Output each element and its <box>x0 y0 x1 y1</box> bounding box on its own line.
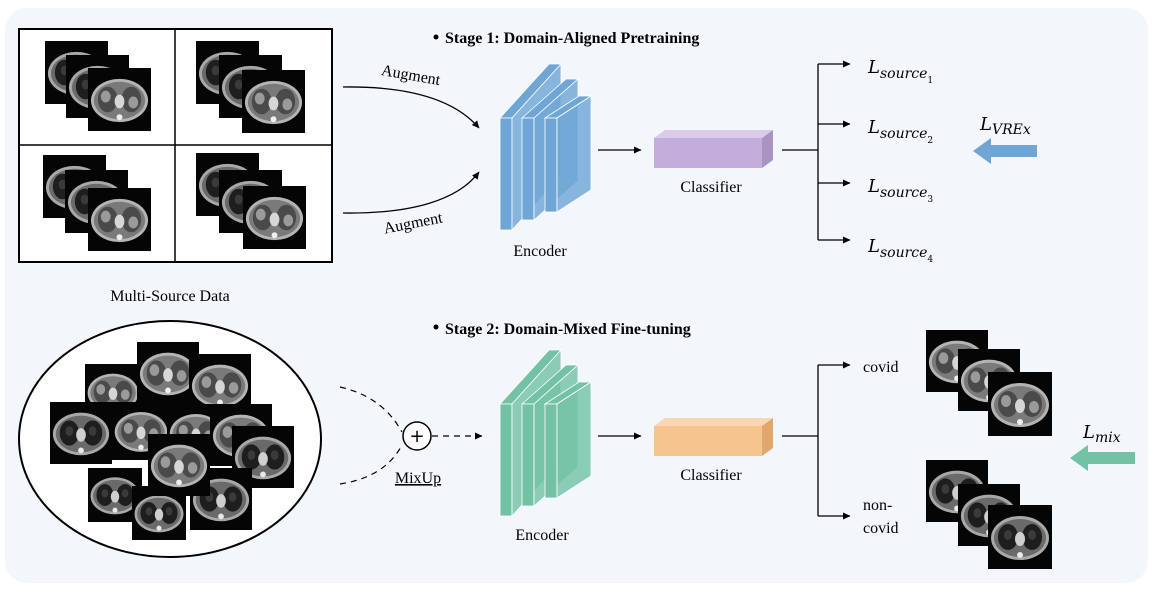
multi-source-data-grid <box>18 28 333 263</box>
encoder-label-stage1: Encoder <box>513 243 567 260</box>
classifier-stage2 <box>654 418 773 456</box>
svg-text:+: + <box>409 426 424 447</box>
loss-branches-stage1 <box>782 60 851 244</box>
classifier-label-stage2: Classifier <box>680 467 742 484</box>
dashed-arrow-top <box>339 386 403 433</box>
dashed-arrow-bottom <box>339 444 403 485</box>
classifier-label-stage1: Classifier <box>680 179 742 196</box>
output-label-noncovid-line2: covid <box>863 520 899 537</box>
mixup-plus-icon: + <box>402 421 432 451</box>
encoder-stage2 <box>499 348 593 518</box>
loss-source-3: Lsource3 <box>867 176 933 205</box>
stage2-title: Stage 2: Domain-Mixed Fine-tuning <box>445 321 691 338</box>
output-label-covid: covid <box>863 359 899 376</box>
bullet-icon <box>433 34 439 40</box>
vrex-left-arrow-icon <box>973 138 1037 164</box>
classifier-stage1 <box>654 130 773 168</box>
multi-source-data-label: Multi-Source Data <box>110 288 230 305</box>
loss-mix: Lmix <box>1082 422 1121 446</box>
stage1-title-group: Stage 1: Domain-Aligned Pretraining <box>433 30 699 47</box>
loss-source-2: Lsource2 <box>867 117 933 146</box>
mixup-label: MixUp <box>395 470 441 487</box>
mixed-data-pool <box>18 320 322 558</box>
mix-left-arrow-icon <box>1070 445 1135 471</box>
stage2-title-group: Stage 2: Domain-Mixed Fine-tuning <box>433 321 691 338</box>
bullet-icon <box>433 324 439 330</box>
output-label-noncovid-line1: non- <box>863 497 892 514</box>
loss-source-4: Lsource4 <box>867 236 933 265</box>
encoder-stage1 <box>499 62 593 232</box>
loss-source-1: Lsource1 <box>867 57 933 86</box>
augment-arrow-bottom <box>342 171 480 214</box>
encoder-label-stage2: Encoder <box>515 527 569 544</box>
loss-vrex: LVREx <box>979 114 1031 138</box>
augment-arrow-top <box>342 86 480 129</box>
output-branches-stage2 <box>782 361 851 520</box>
stage1-title: Stage 1: Domain-Aligned Pretraining <box>445 30 699 47</box>
